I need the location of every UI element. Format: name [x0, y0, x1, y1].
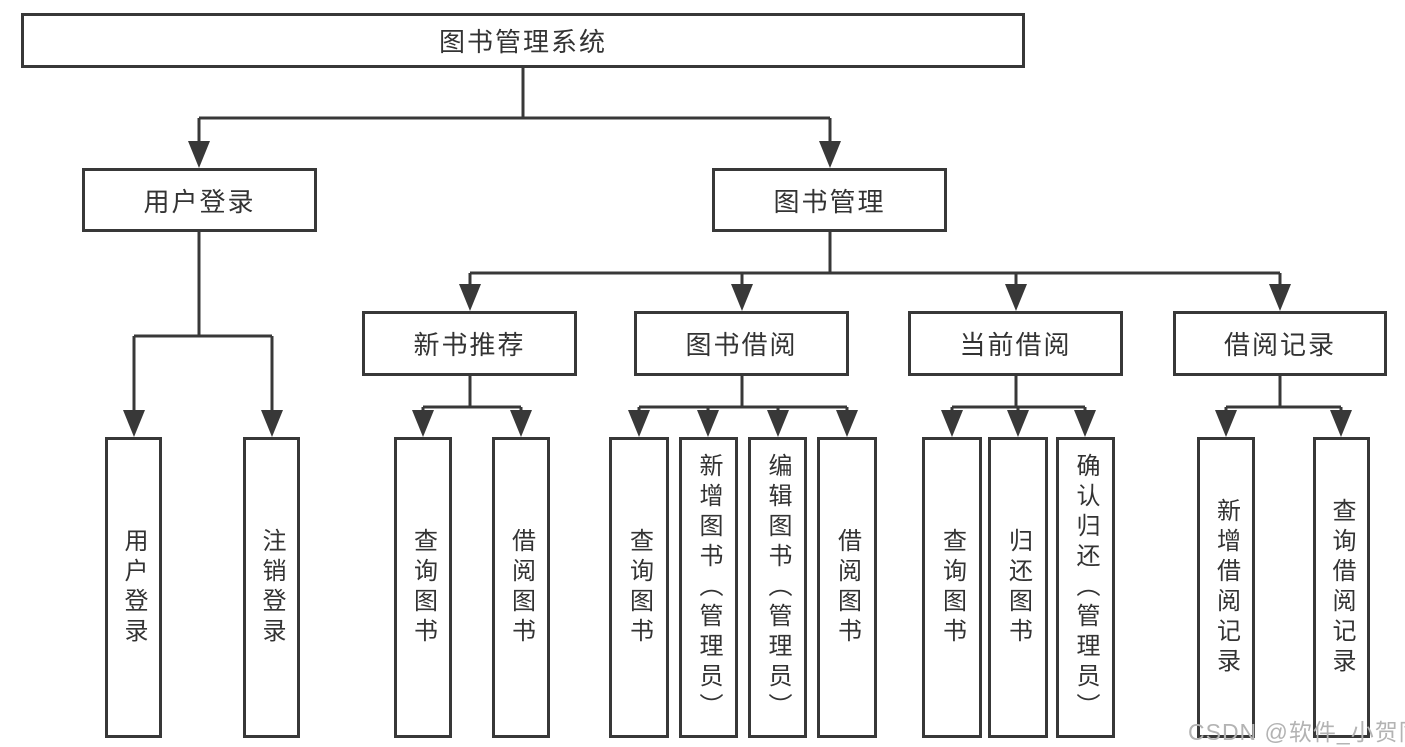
node-return-books-label: 归还图书: [1004, 527, 1032, 648]
node-user-login-leaf: 用户登录: [105, 437, 162, 738]
node-new-book-recommend: 新书推荐: [362, 311, 577, 376]
node-confirm-return-admin-label: 确认归还（管理员）: [1072, 452, 1099, 723]
node-query-books-recommend-label: 查询图书: [409, 527, 437, 648]
node-add-books-admin-label: 新增图书（管理员）: [695, 452, 722, 723]
node-query-borrow-record: 查询借阅记录: [1313, 437, 1370, 738]
node-edit-books-admin-label: 编辑图书（管理员）: [764, 452, 791, 723]
csdn-watermark: CSDN @软件_小贺同学: [1188, 719, 1405, 745]
connector-paths: [132, 68, 1343, 412]
node-add-borrow-record: 新增借阅记录: [1197, 437, 1255, 738]
node-confirm-return-admin: 确认归还（管理员）: [1056, 437, 1115, 738]
node-query-books-current: 查询图书: [922, 437, 982, 738]
node-logout-leaf-label: 注销登录: [258, 527, 285, 648]
node-user-login: 用户登录: [82, 168, 317, 232]
node-query-books-borrowing-label: 查询图书: [625, 527, 653, 648]
node-borrow-books-recommend: 借阅图书: [492, 437, 550, 738]
node-add-borrow-record-label: 新增借阅记录: [1212, 497, 1240, 678]
node-logout-leaf: 注销登录: [243, 437, 300, 738]
node-query-books-current-label: 查询图书: [938, 527, 966, 648]
node-book-management-system: 图书管理系统: [21, 13, 1025, 68]
node-borrow-books-leaf: 借阅图书: [817, 437, 877, 738]
arrowheads: [123, 141, 1352, 437]
node-add-books-admin: 新增图书（管理员）: [679, 437, 738, 738]
node-query-books-borrowing: 查询图书: [609, 437, 669, 738]
node-book-borrowing: 图书借阅: [634, 311, 849, 376]
node-user-login-leaf-label: 用户登录: [120, 527, 147, 648]
node-borrow-books-leaf-label: 借阅图书: [833, 527, 861, 648]
node-query-borrow-record-label: 查询借阅记录: [1328, 497, 1355, 678]
node-book-management: 图书管理: [712, 168, 947, 232]
node-borrow-books-recommend-label: 借阅图书: [507, 527, 535, 648]
node-edit-books-admin: 编辑图书（管理员）: [748, 437, 807, 738]
node-query-books-recommend: 查询图书: [394, 437, 452, 738]
node-return-books: 归还图书: [988, 437, 1048, 738]
node-borrowing-records: 借阅记录: [1173, 311, 1387, 376]
node-current-borrowing: 当前借阅: [908, 311, 1123, 376]
